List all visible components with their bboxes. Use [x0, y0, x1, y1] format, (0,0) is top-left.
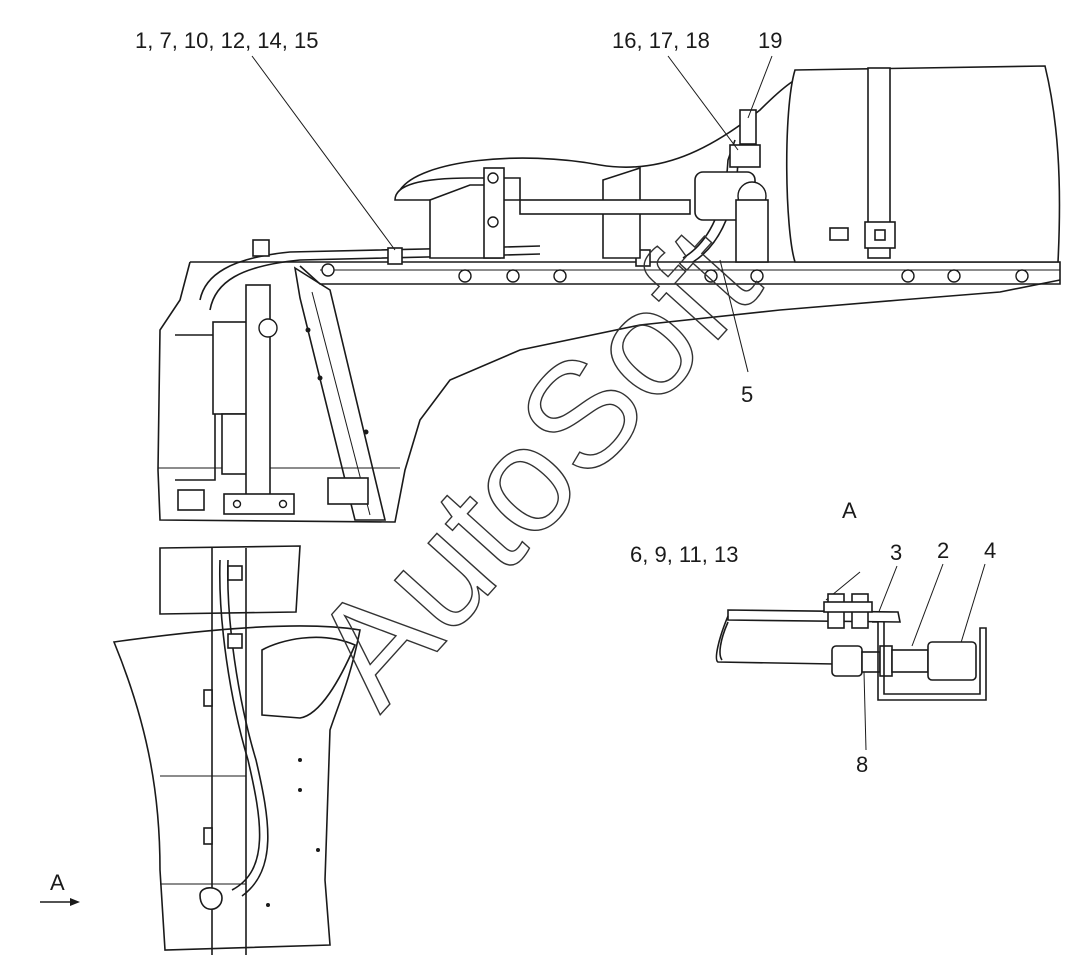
- callout-label: 16, 17, 18: [612, 28, 710, 53]
- cab-panel: [157, 261, 1061, 523]
- callout-label: 3: [890, 540, 902, 565]
- rail-bolts: [321, 263, 1029, 283]
- callout-label: 1, 7, 10, 12, 14, 15: [135, 28, 318, 53]
- view-label: A: [842, 498, 857, 523]
- view-label: A: [50, 870, 65, 895]
- detail-a-assembly: [715, 593, 987, 701]
- leader-lines: [251, 55, 986, 751]
- hose-lines: [199, 139, 746, 311]
- callout-label: 6, 9, 11, 13: [630, 542, 738, 567]
- rear-panel: [112, 545, 361, 955]
- callout-label: 4: [984, 538, 996, 563]
- callout-label: 5: [741, 382, 753, 407]
- view-arrow: [40, 898, 80, 906]
- callout-label: 2: [937, 538, 949, 563]
- frame-rail: [190, 261, 1061, 285]
- watermark-text: AutoSoft: [279, 196, 789, 736]
- callout-label: 8: [856, 752, 868, 777]
- callout-label: 19: [758, 28, 782, 53]
- air-tank: [394, 65, 1061, 263]
